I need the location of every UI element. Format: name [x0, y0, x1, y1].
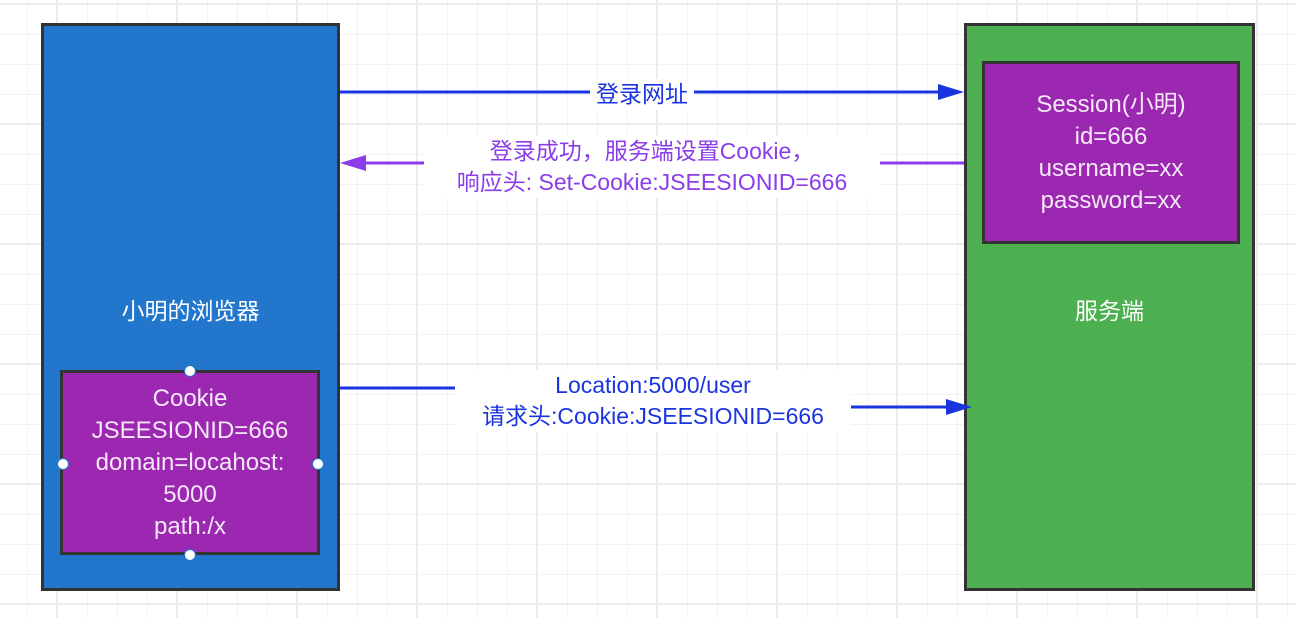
- followup-request-arrow[interactable]: [340, 386, 972, 415]
- resize-handle-bottom[interactable]: [184, 549, 196, 561]
- arrow-label-line: 请求头:Cookie:JSEESIONID=666: [482, 403, 824, 429]
- cookie-line: JSEESIONID=666: [91, 416, 289, 444]
- session-line: id=666: [1074, 122, 1148, 150]
- server-label: 服务端: [1075, 298, 1144, 324]
- session-line: Session(小明): [1036, 90, 1186, 118]
- arrow-label-line: 登录成功，服务端设置Cookie，: [489, 138, 815, 164]
- resize-handle-left[interactable]: [57, 458, 69, 470]
- session-box[interactable]: Session(小明) id=666 username=xx password=…: [982, 61, 1240, 244]
- cookie-line: Cookie: [152, 384, 228, 412]
- arrow-label-line: Location:5000/user: [555, 372, 751, 398]
- cookie-line: path:/x: [153, 512, 227, 540]
- resize-handle-right[interactable]: [312, 458, 324, 470]
- login-response-label: 登录成功，服务端设置Cookie， 响应头: Set-Cookie:JSEESI…: [424, 136, 880, 198]
- cookie-box[interactable]: Cookie JSEESIONID=666 domain=locahost: 5…: [60, 370, 320, 555]
- cookie-line: 5000: [163, 480, 217, 508]
- arrow-label-line: 响应头: Set-Cookie:JSEESIONID=666: [456, 169, 848, 195]
- arrow-label-line: 登录网址: [596, 81, 688, 107]
- resize-handle-top[interactable]: [184, 365, 196, 377]
- cookie-line: domain=locahost:: [95, 448, 285, 476]
- session-line: username=xx: [1038, 154, 1184, 182]
- login-request-label: 登录网址: [590, 79, 694, 110]
- followup-request-label: Location:5000/user 请求头:Cookie:JSEESIONID…: [455, 370, 851, 432]
- session-line: password=xx: [1040, 186, 1182, 214]
- browser-label: 小明的浏览器: [121, 298, 260, 324]
